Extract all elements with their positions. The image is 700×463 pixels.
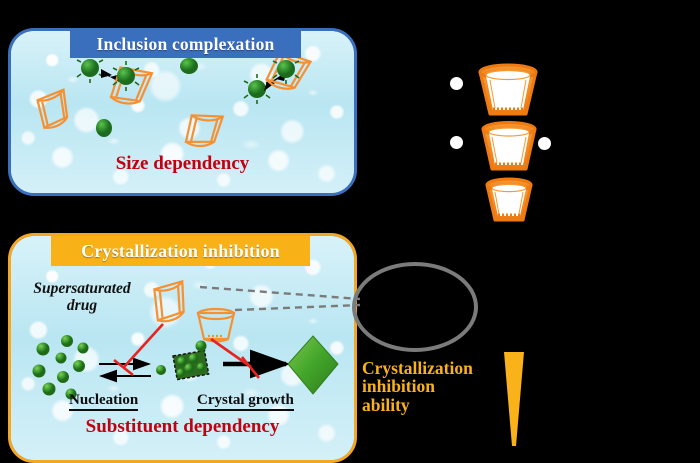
free-drug-molecule xyxy=(195,340,207,352)
drug-particle xyxy=(180,58,198,74)
ability-gradient-triangle xyxy=(504,352,524,446)
free-drug-molecule xyxy=(156,365,166,375)
growth-inhibition-marker xyxy=(210,337,261,379)
nucleation-inhibition-marker xyxy=(113,323,164,377)
cyclodextrin-cup-outline xyxy=(153,279,185,323)
equilibrium-double-arrow xyxy=(99,357,151,383)
cyclodextrin-cups-group xyxy=(478,63,538,222)
dashed-line-upper xyxy=(199,285,361,301)
cyclodextrin-cup-outline xyxy=(196,307,236,343)
inclusion-complexation-scene xyxy=(36,50,313,148)
supersaturated-drug-molecules xyxy=(32,335,89,400)
white-dot-icon xyxy=(538,137,551,150)
ability-label-line-3: ability xyxy=(362,394,410,415)
crystal-growth-label: Crystal growth xyxy=(197,392,294,411)
nucleation-label: Nucleation xyxy=(69,392,139,411)
cyclodextrin-cup-outline xyxy=(36,88,69,130)
white-dot-icon xyxy=(450,77,463,90)
crystallization-inhibition-scene xyxy=(32,279,339,400)
cyclodextrin-cup-outline xyxy=(265,50,313,90)
panel-bottom-caption: Substituent dependency xyxy=(85,416,280,437)
drug-particle-bound xyxy=(112,61,140,91)
white-dot-icon xyxy=(450,136,463,149)
cyclodextrin-size-series xyxy=(440,58,600,223)
cyclodextrin-cup-outline xyxy=(184,114,225,148)
water-texture-bottom xyxy=(11,236,354,460)
panel-top-header: Inclusion complexation xyxy=(70,31,301,58)
ability-label-line-2: inhibition xyxy=(362,376,435,397)
grown-crystal xyxy=(287,335,339,395)
callout-connector-lines xyxy=(199,285,361,312)
arrow-head-left xyxy=(101,69,112,78)
panel-crystallization-inhibition: Crystallization inhibition Supersaturate… xyxy=(8,233,357,463)
panel-top-caption: Size dependency xyxy=(115,153,250,174)
ability-label-group: Crystallization inhibition ability xyxy=(362,358,492,415)
drug-particle xyxy=(96,119,112,137)
dashed-line-lower xyxy=(234,303,361,312)
crystal-nucleus xyxy=(172,349,210,381)
ability-label-line-1: Crystallization xyxy=(362,358,473,378)
cyclodextrin-cup-small xyxy=(485,177,533,222)
panel-bottom-header: Crystallization inhibition xyxy=(51,236,310,266)
supersaturated-drug-label: Supersaturated drug xyxy=(33,280,131,315)
cyclodextrin-cup-medium xyxy=(481,121,537,171)
cyclodextrin-cup-large xyxy=(478,63,538,116)
panel-inclusion-complexation: Inclusion complexation Size dependency xyxy=(8,28,357,196)
highlight-ellipse xyxy=(352,262,478,352)
